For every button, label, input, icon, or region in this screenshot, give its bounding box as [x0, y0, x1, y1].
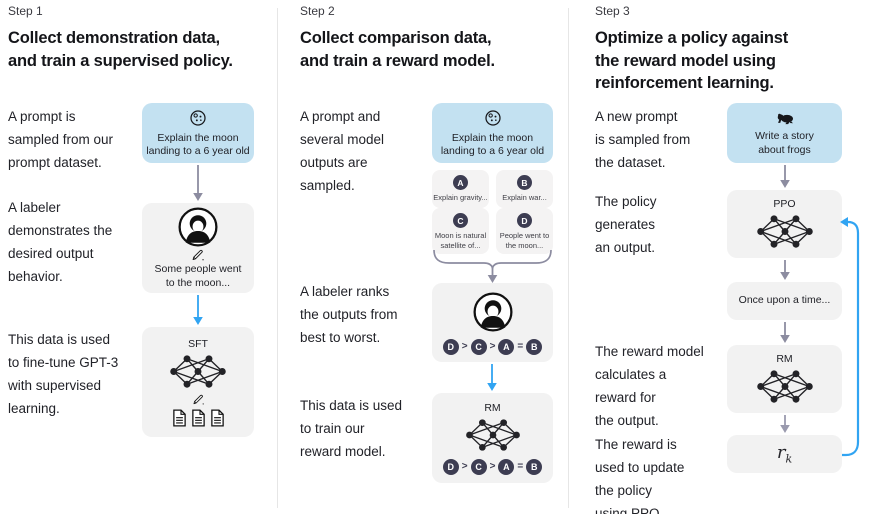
arrow-down-blue	[193, 295, 203, 325]
rank-operator: >	[489, 461, 496, 472]
rank-badge: B	[526, 458, 543, 475]
step1-para-data: This data is used to fine-tune GPT-3 wit…	[8, 332, 119, 416]
step3-label: Step 3	[595, 4, 630, 18]
option-c-badge: C	[453, 213, 468, 228]
pencil-icon	[191, 248, 205, 262]
rank-badge: A	[498, 338, 515, 355]
sft-label: SFT	[188, 337, 208, 350]
step1-heading: Collect demonstration data, and train a …	[8, 29, 233, 70]
frog-icon	[775, 109, 795, 126]
step3-ppo-box: PPO	[727, 190, 842, 258]
step2-heading: Collect comparison data, and train a rew…	[300, 29, 495, 70]
neural-network-icon	[169, 353, 227, 390]
column-divider	[568, 8, 569, 508]
step3-prompt-text: Write a story about frogs	[755, 130, 814, 156]
labeler-avatar-icon	[177, 206, 219, 248]
moon-icon	[483, 108, 503, 128]
rank-badge: A	[498, 458, 515, 475]
step3-output-text: Once upon a time...	[738, 294, 831, 307]
documents-icons	[172, 408, 225, 427]
ppo-label: PPO	[773, 198, 796, 210]
moon-icon	[188, 108, 208, 128]
step3-prompt-box: Write a story about frogs	[727, 103, 842, 163]
option-b-badge: B	[517, 175, 532, 190]
arrow-down-gray	[780, 260, 790, 280]
output-option-b: B Explain war...	[496, 170, 553, 208]
feedback-loop-arrow	[840, 217, 860, 457]
output-option-a: A Explain gravity...	[432, 170, 489, 208]
step2-prompt-box: Explain the moon landing to a 6 year old	[432, 103, 553, 163]
step2-para-labeler: A labeler ranks the outputs from best to…	[300, 284, 398, 345]
arrow-down-gray	[780, 322, 790, 343]
step1-demo-text: Some people went to the moon...	[154, 263, 242, 289]
neural-network-icon	[464, 417, 521, 453]
option-b-text: Explain war...	[502, 193, 547, 202]
option-d-text: People went to the moon...	[499, 231, 550, 250]
column-divider	[277, 8, 278, 508]
reward-symbol: rk	[776, 442, 793, 466]
rank-operator: >	[489, 341, 496, 352]
arrow-down-gray	[780, 165, 790, 188]
document-icon	[172, 408, 186, 427]
rank-operator: =	[517, 341, 524, 352]
step2-labeler-box: D > C > A = B	[432, 283, 553, 362]
arrow-down-gray	[780, 415, 790, 433]
step1-label: Step 1	[8, 4, 43, 18]
document-icon	[210, 408, 224, 427]
neural-network-icon	[756, 213, 814, 250]
option-a-badge: A	[453, 175, 468, 190]
rm-label: RM	[776, 353, 793, 365]
step3-para-reward-model: The reward model calculates a reward for…	[595, 344, 704, 428]
step3-para-policy: The policy generates an output.	[595, 194, 657, 255]
option-a-text: Explain gravity...	[433, 193, 488, 202]
step1-prompt-box: Explain the moon landing to a 6 year old	[142, 103, 254, 163]
step2-para-prompt: A prompt and several model outputs are s…	[300, 109, 385, 193]
brace-merge-arrow	[433, 250, 552, 283]
step2-prompt-text: Explain the moon landing to a 6 year old	[440, 131, 545, 158]
rank-operator: =	[517, 461, 524, 472]
ranking-row: D > C > A = B	[442, 338, 543, 355]
rank-badge: D	[442, 458, 459, 475]
step3-rm-box: RM	[727, 345, 842, 413]
labeler-avatar-icon	[472, 291, 514, 333]
step2-para-data: This data is used to train our reward mo…	[300, 398, 403, 459]
arrow-down-gray	[193, 165, 203, 201]
rank-badge: C	[470, 338, 487, 355]
step1-para-labeler: A labeler demonstrates the desired outpu…	[8, 200, 113, 284]
output-option-c: C Moon is natural satellite of...	[432, 208, 489, 254]
step2-label: Step 2	[300, 4, 335, 18]
option-d-badge: D	[517, 213, 532, 228]
step3-output-box: Once upon a time...	[727, 282, 842, 320]
step1-labeler-box: Some people went to the moon...	[142, 203, 254, 293]
step3-para-prompt: A new prompt is sampled from the dataset…	[595, 109, 691, 170]
rank-badge: D	[442, 338, 459, 355]
rank-operator: >	[461, 341, 468, 352]
pencil-icon	[192, 393, 205, 406]
step1-sft-box: SFT	[142, 327, 254, 437]
rm-label: RM	[484, 401, 501, 414]
rank-operator: >	[461, 461, 468, 472]
output-option-d: D People went to the moon...	[496, 208, 553, 254]
arrow-down-blue	[487, 364, 497, 391]
rank-badge: C	[470, 458, 487, 475]
step3-para-reward-update: The reward is used to update the policy …	[595, 437, 685, 514]
step3-reward-box: rk	[727, 435, 842, 473]
option-c-text: Moon is natural satellite of...	[434, 231, 487, 250]
step3-heading: Optimize a policy against the reward mod…	[595, 29, 789, 92]
step1-para-prompt: A prompt is sampled from our prompt data…	[8, 109, 114, 170]
step2-rm-box: RM D > C > A = B	[432, 393, 553, 483]
document-icon	[191, 408, 205, 427]
rank-badge: B	[526, 338, 543, 355]
ranking-row: D > C > A = B	[442, 458, 543, 475]
neural-network-icon	[756, 368, 814, 405]
step1-prompt-text: Explain the moon landing to a 6 year old	[146, 131, 250, 158]
